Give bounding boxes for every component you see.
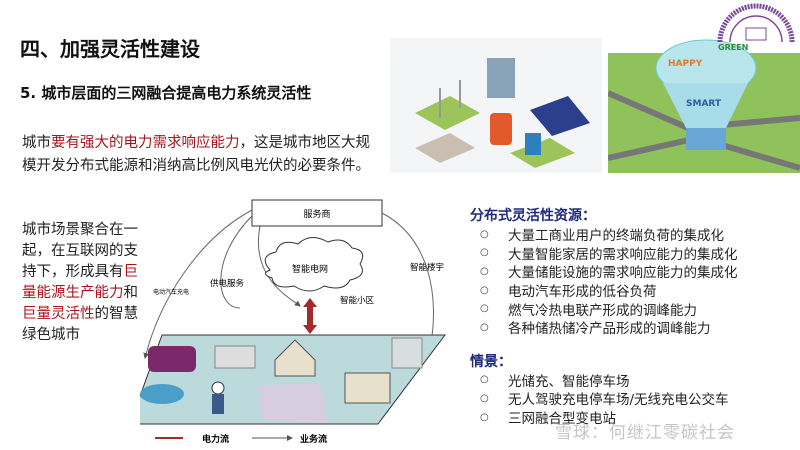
bullet-icon: ○ — [480, 228, 489, 240]
para-text: ，这是城市地区大规模开发分布式能源和消纳高比例风电光伏的必要条件。 — [22, 135, 370, 174]
list-item-text: 无人驾驶充电停车场/无线充电公交车 — [508, 392, 729, 409]
happy-label: HAPPY — [668, 59, 703, 69]
slide-subtitle: 5. 城市层面的三网融合提高电力系统灵活性 — [20, 84, 312, 102]
resource-item: ○ 燃气冷热电联产形成的调峰能力 — [470, 299, 800, 319]
list-item-text: 燃气冷热电联产形成的调峰能力 — [508, 302, 697, 319]
ev-charger-icon — [415, 133, 475, 163]
business-flow-arrow — [220, 215, 253, 309]
smart-label: SMART — [686, 99, 722, 109]
para-text: 城市 — [22, 135, 51, 151]
building-icon — [487, 58, 515, 98]
bullet-icon: ○ — [480, 392, 489, 404]
resource-item: ○ 大量智能家居的需求响应能力的集成化 — [470, 244, 800, 263]
three-network-diagram: 服务商 智能电网 供电服务 电动汽车充电 智能小区 智能楼宇 电力流 业务流 — [140, 199, 447, 445]
green-label: GREEN — [718, 43, 748, 52]
solar-panel-icon — [530, 96, 590, 136]
list-item-text: 三网融合型变电站 — [508, 411, 616, 428]
resources-heading: 分布式灵活性资源： — [470, 208, 596, 224]
power-flow-legend: 电力流 — [202, 433, 229, 445]
para-highlight: 要有强大的电力需求响应能力 — [51, 135, 240, 151]
person-icon — [211, 381, 225, 395]
scenario-item: ○ 三网融合型变电站 — [470, 408, 800, 427]
bullet-icon: ○ — [480, 265, 489, 277]
list-item-text: 各种储热储冷产品形成的调峰能力 — [508, 321, 711, 338]
person-body — [212, 394, 224, 414]
bullet-icon: ○ — [480, 321, 489, 333]
list-item-text: 光储充、智能停车场 — [508, 373, 630, 390]
bullet-icon: ○ — [480, 303, 489, 315]
business-flow-arrow — [257, 225, 301, 307]
power-flow-arrow — [303, 298, 317, 334]
left-highlight: 巨量灵活性 — [22, 306, 95, 322]
list-item-text: 大量智能家居的需求响应能力的集成化 — [508, 246, 738, 263]
power-service-label: 供电服务 — [210, 278, 245, 289]
list-item-text: 电动汽车形成的低谷负荷 — [508, 284, 657, 301]
left-text: 的智慧绿色城市 — [22, 306, 138, 343]
business-flow-legend: 业务流 — [300, 433, 327, 445]
bullet-icon: ○ — [480, 374, 489, 386]
house-icon — [274, 339, 316, 377]
scenarios-heading: 情景： — [470, 353, 512, 370]
car-icon — [140, 384, 184, 404]
ev-charging-label: 电动汽车充电 — [153, 288, 189, 296]
service-provider-label: 服务商 — [303, 208, 330, 220]
smart-grid-label: 智能电网 — [292, 263, 328, 275]
left-highlight: 巨量能源生产能力 — [22, 264, 138, 301]
watermark: 雪球：何继江零碳社会 — [555, 423, 735, 443]
bus-icon — [148, 346, 196, 372]
scenario-item: ○ 光储充、智能停车场 — [470, 371, 800, 390]
bullet-icon: ○ — [480, 247, 489, 259]
smart-grid-cloud — [264, 237, 364, 292]
resource-item: ○ 大量储能设施的需求响应能力的集成化 — [470, 262, 800, 281]
office-icon — [214, 345, 256, 369]
factory-icon — [258, 383, 328, 423]
left-paragraph: 城市场景聚合在一起，在互联网的支持下，形成具有巨量能源生产能力和巨量灵活性的智慧… — [22, 220, 147, 346]
left-text: 和 — [123, 285, 139, 301]
resource-item: ○ 各种储热储冷产品形成的调峰能力 — [470, 318, 800, 337]
left-text: 城市场景聚合在一起，在互联网的支持下，形成具有 — [22, 222, 138, 280]
intro-paragraph: 城市要有强大的电力需求响应能力，这是城市地区大规模开发分布式能源和消纳高比例风电… — [22, 132, 378, 178]
smart-city-illustration: HAPPY GREEN SMART — [608, 39, 800, 173]
battery-icon — [490, 113, 512, 145]
smart-community-label: 智能小区 — [340, 295, 375, 306]
scenario-item: ○ 无人驾驶充电停车场/无线充电公交车 — [470, 389, 800, 408]
bullet-icon: ○ — [480, 284, 489, 296]
smart-building-label: 智能楼宇 — [410, 262, 444, 273]
resource-item: ○ 大量工商业用户的终端负荷的集成化 — [470, 225, 800, 244]
bullet-icon: ○ — [480, 411, 489, 423]
slide-title: 四、加强灵活性建设 — [20, 37, 200, 61]
resource-item: ○ 电动汽车形成的低谷负荷 — [470, 281, 800, 300]
wind-farm-icon — [415, 96, 480, 130]
business-flow-arrow — [143, 209, 253, 359]
building-icon — [391, 337, 423, 369]
university-logo — [717, 3, 795, 43]
resources-panel: 分布式灵活性资源： ○ 大量工商业用户的终端负荷的集成化 ○ 大量智能家居的需求响应能… — [470, 205, 800, 427]
list-item-text: 大量储能设施的需求响应能力的集成化 — [508, 265, 738, 282]
business-flow-arrow — [381, 212, 435, 349]
energy-network-illustration — [390, 38, 602, 173]
laptop-icon — [510, 138, 575, 168]
houses-icon — [344, 372, 391, 404]
list-item-text: 大量工商业用户的终端负荷的集成化 — [508, 228, 724, 245]
